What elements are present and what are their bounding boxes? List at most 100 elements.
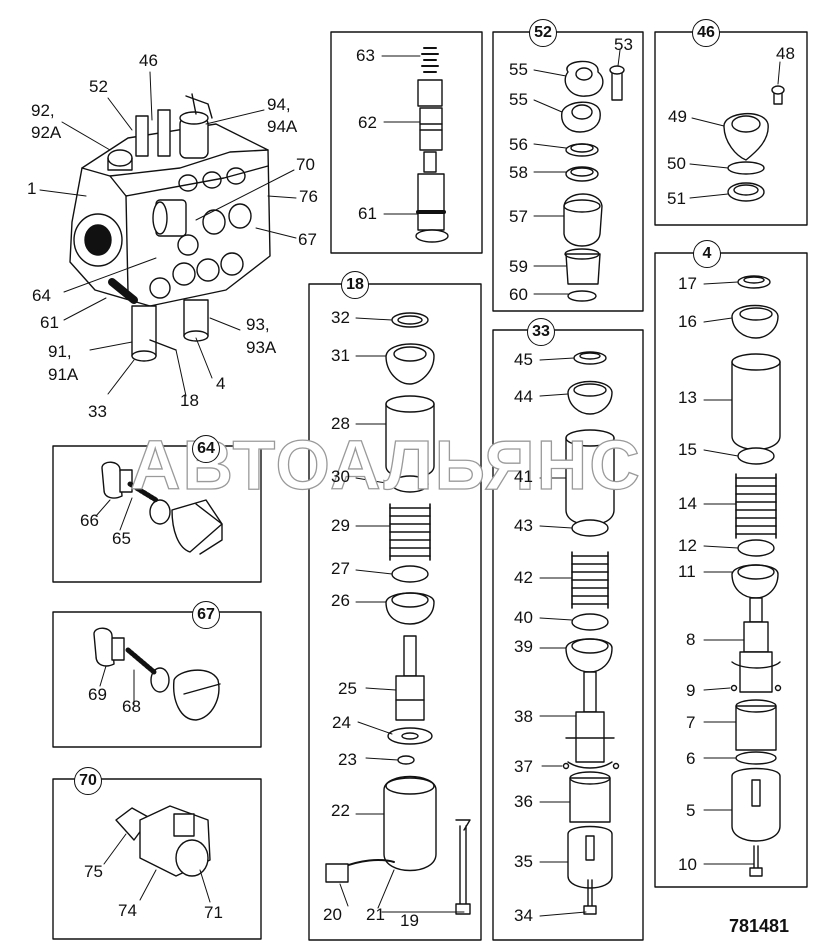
callout-13: 13 <box>678 388 697 407</box>
callout-18: 18 <box>180 391 199 410</box>
group-64-parts <box>95 461 223 555</box>
group-4-parts <box>703 275 782 877</box>
frame-group-52 <box>492 31 644 312</box>
callout-63: 63 <box>356 46 375 65</box>
callout-91a: 91A <box>48 365 79 384</box>
callout-27: 27 <box>331 559 350 578</box>
group-46-parts <box>689 61 785 202</box>
callout-61: 61 <box>40 313 59 332</box>
callout-50: 50 <box>667 154 686 173</box>
callout-35: 35 <box>514 852 533 871</box>
callout-17: 17 <box>678 274 697 293</box>
callout-94a: 94A <box>267 117 298 136</box>
callout-94: 94, <box>267 95 291 114</box>
group-ref-33[interactable]: 33 <box>527 318 555 346</box>
callout-16: 16 <box>678 312 697 331</box>
callout-7: 7 <box>686 713 696 732</box>
callout-14: 14 <box>678 494 697 513</box>
callout-21: 21 <box>366 905 385 924</box>
callout-48: 48 <box>776 44 795 63</box>
callout-49: 49 <box>668 107 687 126</box>
callout-45: 45 <box>514 350 533 369</box>
callout-32: 32 <box>331 308 350 327</box>
drawing-number: 781481 <box>729 916 790 936</box>
callout-20: 20 <box>323 905 342 924</box>
callout-42: 42 <box>514 568 533 587</box>
group-ref-52[interactable]: 52 <box>529 19 557 47</box>
frame-group-18 <box>308 283 482 941</box>
callout-60: 60 <box>509 285 528 304</box>
callout-61-spool: 61 <box>358 204 377 223</box>
callout-69: 69 <box>88 685 107 704</box>
frame-group-64 <box>52 445 262 583</box>
frame-group-33 <box>492 329 644 941</box>
callout-71: 71 <box>204 903 223 922</box>
frame-group-46 <box>654 31 808 226</box>
callout-66: 66 <box>80 511 99 530</box>
callout-10: 10 <box>678 855 697 874</box>
callout-30: 30 <box>331 467 350 486</box>
callout-23: 23 <box>338 750 357 769</box>
callout-56: 56 <box>509 135 528 154</box>
callout-57: 57 <box>509 207 528 226</box>
callout-53: 53 <box>614 35 633 54</box>
callout-28: 28 <box>331 414 350 433</box>
group-18-parts <box>325 312 471 915</box>
callout-1: 1 <box>27 179 37 198</box>
callout-5: 5 <box>686 801 696 820</box>
callout-41: 41 <box>514 467 533 486</box>
callout-22: 22 <box>331 801 350 820</box>
group-ref-64[interactable]: 64 <box>192 435 220 463</box>
frame-group-4 <box>654 252 808 888</box>
callout-70: 70 <box>296 155 315 174</box>
spool-61-63 <box>381 47 449 243</box>
frame-group-70 <box>52 778 262 940</box>
callout-65: 65 <box>112 529 131 548</box>
callout-4: 4 <box>216 374 226 393</box>
callout-37: 37 <box>514 757 533 776</box>
callout-33: 33 <box>88 402 107 421</box>
group-ref-18[interactable]: 18 <box>341 271 369 299</box>
callout-31: 31 <box>331 346 350 365</box>
group-33-parts <box>539 351 620 917</box>
callout-93a: 93A <box>246 338 277 357</box>
callout-67: 67 <box>298 230 317 249</box>
callout-12: 12 <box>678 536 697 555</box>
callout-24: 24 <box>332 713 351 732</box>
callout-92a: 92A <box>31 123 62 142</box>
callout-39: 39 <box>514 637 533 656</box>
callout-44: 44 <box>514 387 533 406</box>
group-67-parts <box>93 627 221 721</box>
callout-92: 92, <box>31 101 55 120</box>
callout-29: 29 <box>331 516 350 535</box>
callout-51: 51 <box>667 189 686 208</box>
callout-74: 74 <box>118 901 137 920</box>
callout-62: 62 <box>358 113 377 132</box>
callout-68: 68 <box>122 697 141 716</box>
group-ref-46[interactable]: 46 <box>692 19 720 47</box>
callout-91: 91, <box>48 342 72 361</box>
callout-75: 75 <box>84 862 103 881</box>
callout-34: 34 <box>514 906 533 925</box>
callout-55-top: 55 <box>509 60 528 79</box>
callout-93: 93, <box>246 315 270 334</box>
group-52-parts <box>533 49 625 302</box>
callout-15: 15 <box>678 440 697 459</box>
group-ref-70[interactable]: 70 <box>74 767 102 795</box>
group-70-parts <box>103 805 211 903</box>
callout-40: 40 <box>514 608 533 627</box>
callout-76: 76 <box>299 187 318 206</box>
callout-8: 8 <box>686 630 696 649</box>
callout-58: 58 <box>509 163 528 182</box>
group-ref-67[interactable]: 67 <box>192 601 220 629</box>
group-ref-4[interactable]: 4 <box>693 240 721 268</box>
leader-lines-main <box>39 71 297 397</box>
callout-59: 59 <box>509 257 528 276</box>
callout-9: 9 <box>686 681 696 700</box>
callout-36: 36 <box>514 792 533 811</box>
callout-55-bottom: 55 <box>509 90 528 109</box>
callout-46: 46 <box>139 51 158 70</box>
callout-43: 43 <box>514 516 533 535</box>
